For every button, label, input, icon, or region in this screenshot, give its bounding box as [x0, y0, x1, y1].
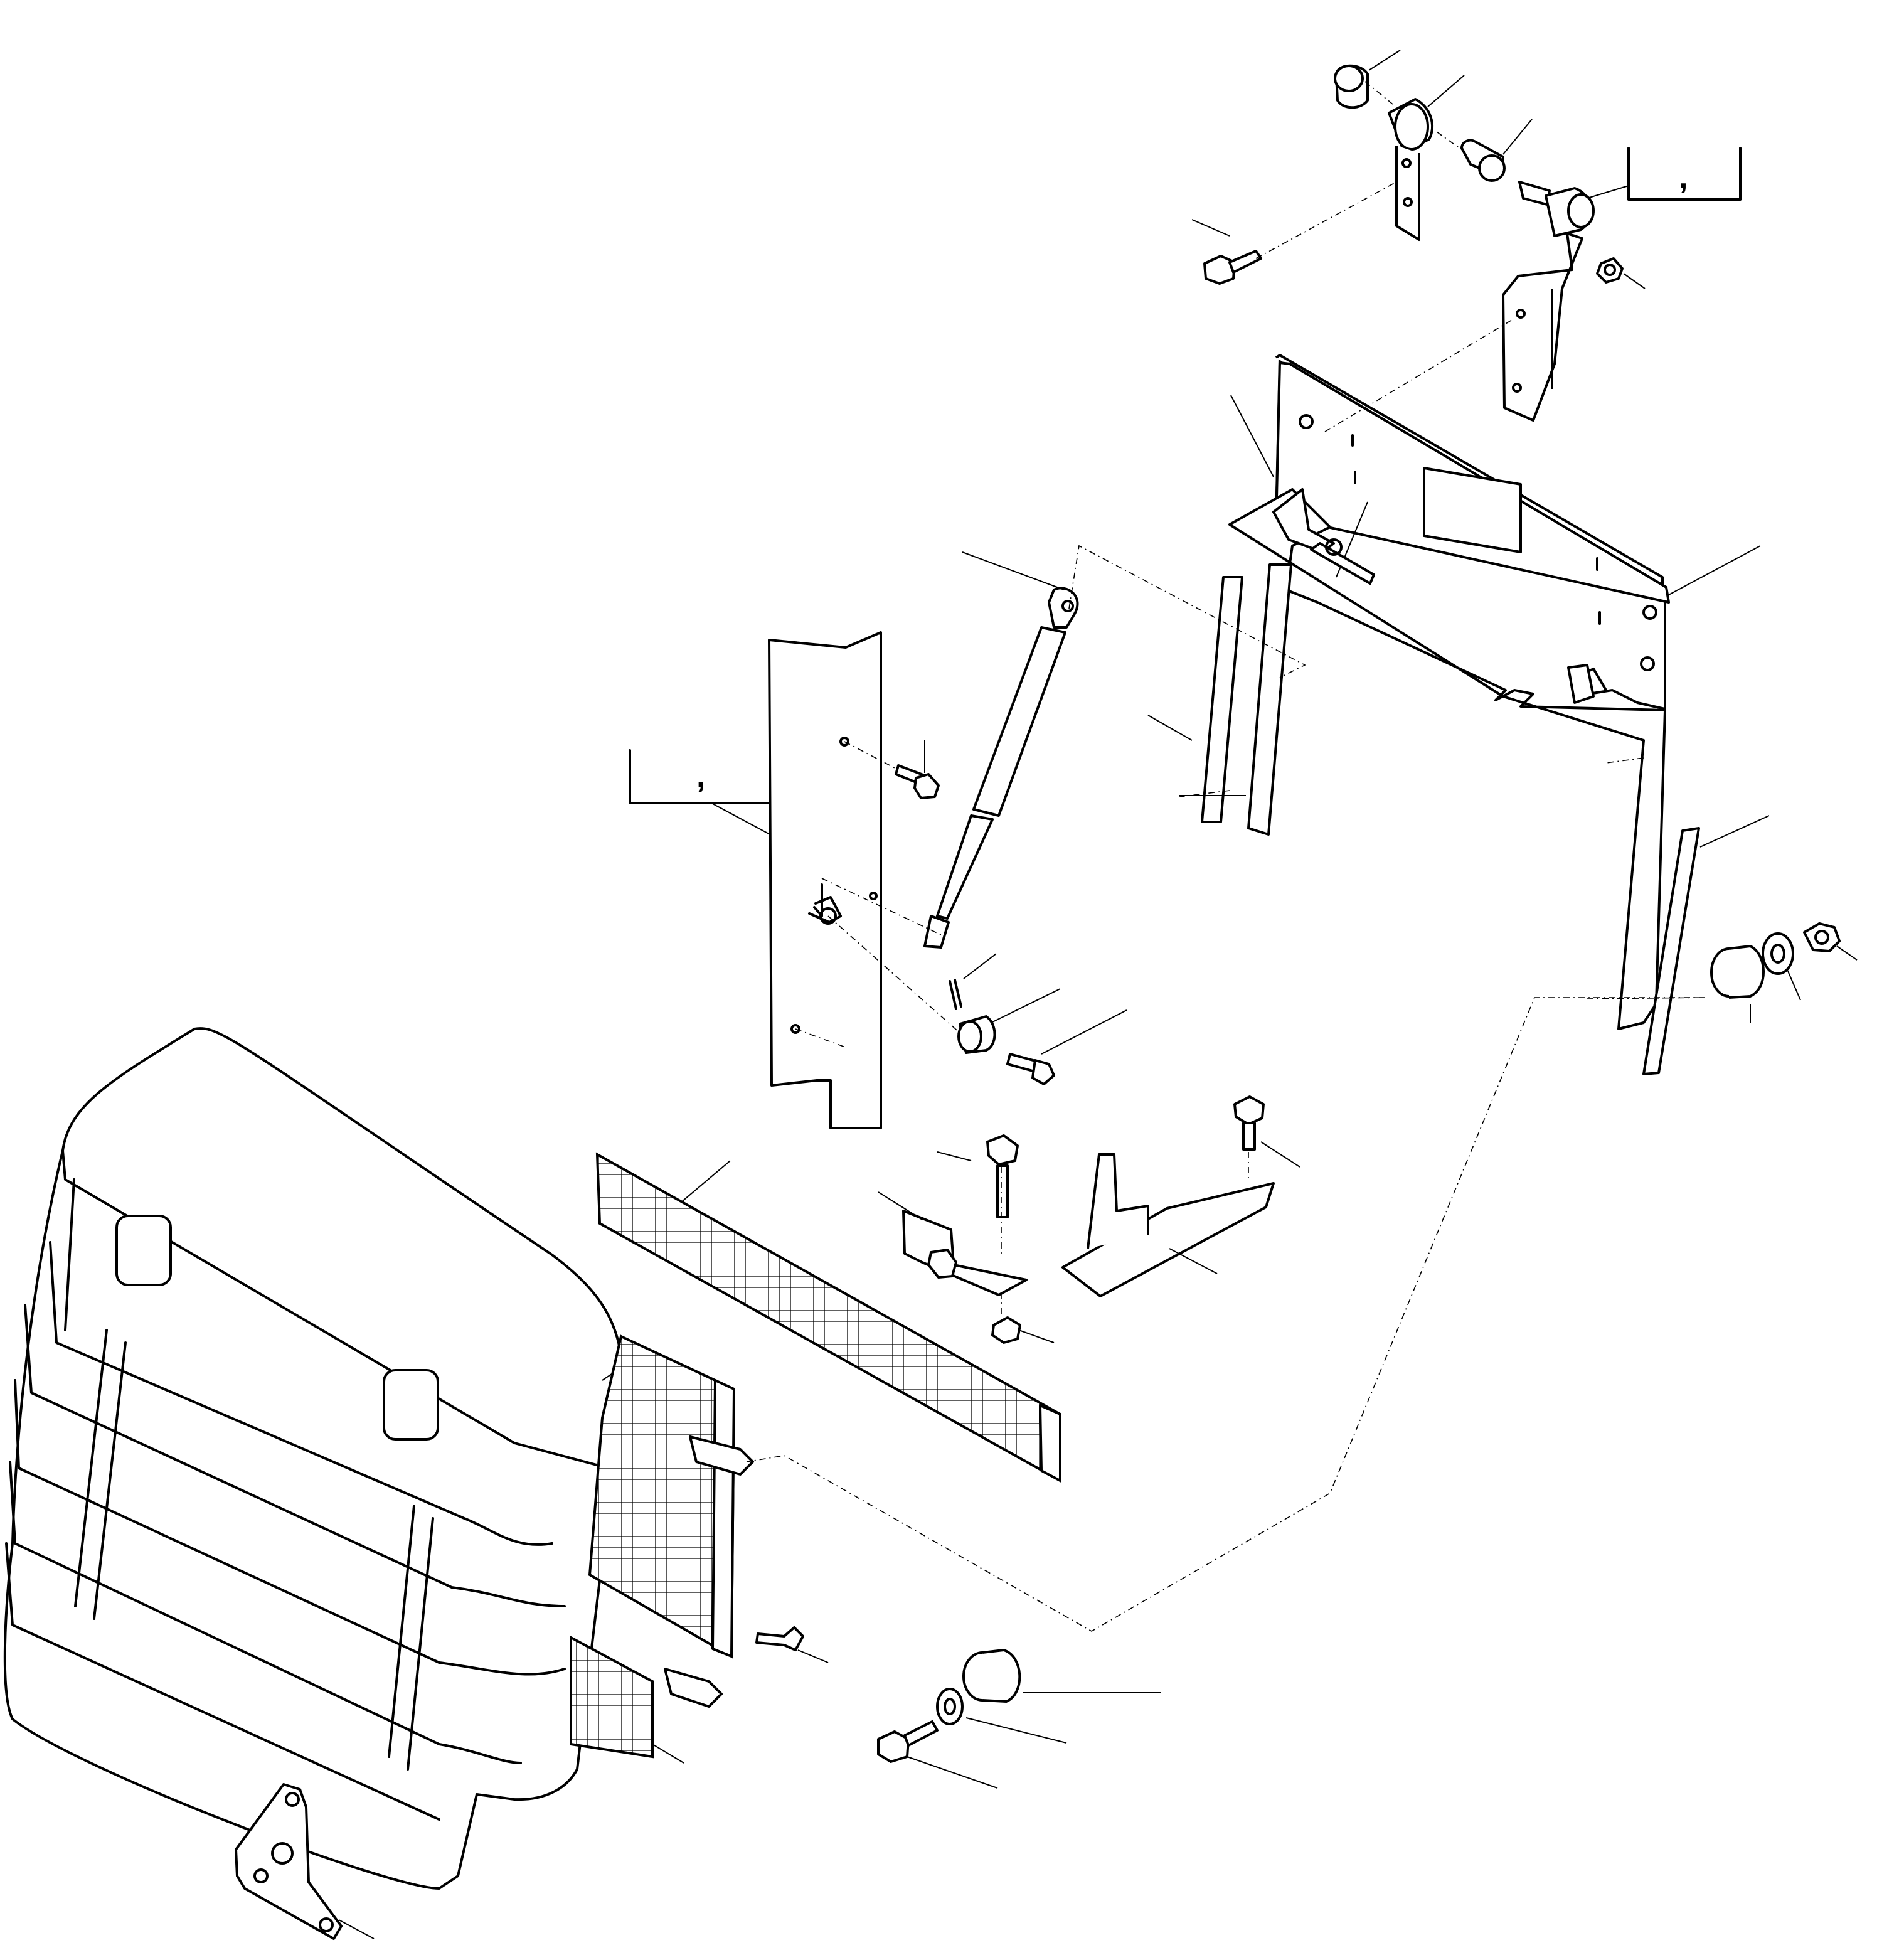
latch-bracket	[1061, 1095, 1300, 1297]
grille-hood	[3, 1026, 641, 1890]
latch-assembly	[878, 1134, 1055, 1344]
washer	[1762, 932, 1801, 1001]
clip-pin	[949, 953, 997, 1010]
spacer-panel	[957, 988, 1061, 1054]
dashed-assembly-lines	[746, 81, 1707, 1632]
spacer-lower	[962, 1649, 1161, 1703]
cap-nut	[1334, 50, 1401, 109]
bushing	[1388, 75, 1465, 153]
threaded-sleeve	[1460, 119, 1533, 182]
filter-mesh	[595, 1152, 1061, 1483]
hex-nut	[1803, 922, 1858, 961]
flange-bolt-top	[1191, 219, 1262, 285]
bolt-lower	[877, 1720, 998, 1789]
frame-latch-bracket	[1272, 488, 1375, 585]
corner-bracket	[235, 1783, 375, 1940]
spacer	[1710, 945, 1765, 1023]
flange-bolt-panel	[895, 740, 940, 799]
hinge-arm	[1502, 232, 1583, 422]
gas-strut	[923, 551, 1079, 949]
nut-small	[1596, 257, 1646, 289]
reference-box-top-right-text: ,	[1679, 159, 1688, 196]
washer-lower	[936, 1688, 1067, 1744]
bolt-panel	[1006, 1009, 1127, 1085]
reference-box-left-text: ,	[696, 758, 705, 794]
radiator-screen	[570, 1334, 829, 1764]
seal-strips-left	[1147, 563, 1292, 836]
reference-box-top-right: ,	[1587, 147, 1742, 201]
hinge-strap	[1395, 146, 1420, 241]
pivot-pin	[1518, 181, 1595, 237]
seal-strip-right	[1642, 815, 1770, 1075]
